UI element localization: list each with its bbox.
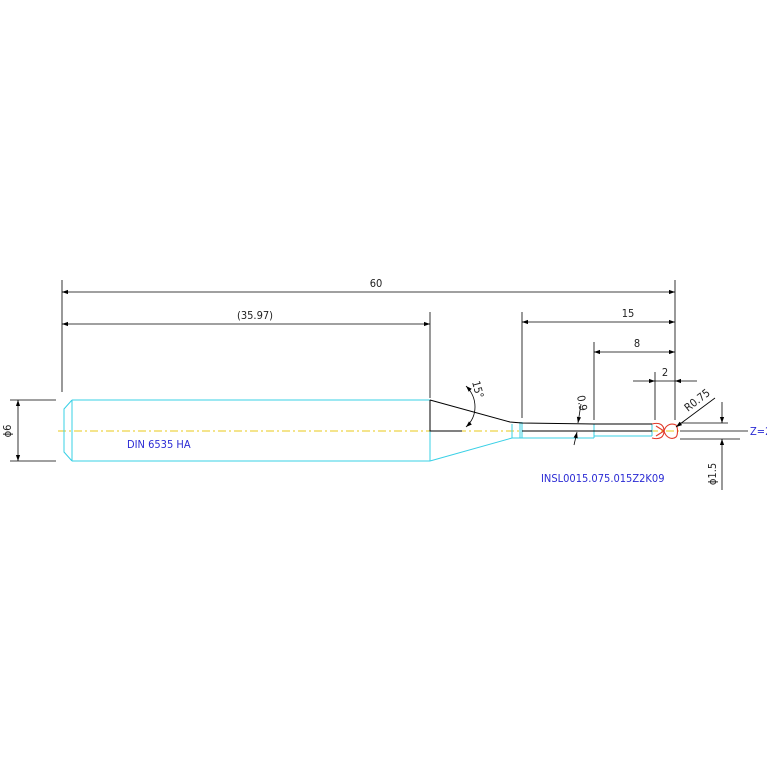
- flutes-label: Z=2: [750, 425, 767, 438]
- shank-diameter-label: ϕ6: [1, 425, 14, 438]
- flute-length-label: 2: [662, 366, 668, 379]
- dimension-overall-length: 60: [62, 277, 675, 295]
- neck-diameter-label: 0.9: [574, 394, 590, 412]
- corner-radius-label: R0.75: [682, 386, 713, 414]
- reach-length-label: 8: [634, 337, 640, 350]
- dimension-flute-length: 2: [633, 366, 697, 384]
- dimension-flutes: Z=2: [680, 425, 767, 438]
- ball-nose-tip: [651, 422, 679, 440]
- overall-length-label: 60: [370, 277, 383, 290]
- tip-diameter-label: ϕ1.5: [706, 463, 719, 485]
- dimension-tip-diameter: ϕ1.5: [706, 402, 725, 490]
- shank-length-label: (35.97): [237, 309, 273, 322]
- dimension-taper-angle: 15°: [465, 379, 486, 428]
- extension-lines: [10, 280, 740, 462]
- standard-label: DIN 6535 HA: [127, 438, 191, 451]
- dimension-shank-length: (35.97): [62, 309, 430, 327]
- dimension-shank-diameter: ϕ6: [1, 400, 21, 461]
- part-number-label: INSL0015.075.015Z2K09: [541, 472, 665, 485]
- dimension-reach-length: 8: [594, 337, 675, 355]
- dimension-neck-length: 15: [522, 307, 675, 325]
- neck-length-label: 15: [622, 307, 635, 320]
- dimension-neck-diameter: 0.9: [573, 394, 590, 446]
- dimension-corner-radius: R0.75: [675, 386, 716, 428]
- taper-angle-label: 15°: [469, 379, 486, 399]
- section-outline: [429, 399, 652, 432]
